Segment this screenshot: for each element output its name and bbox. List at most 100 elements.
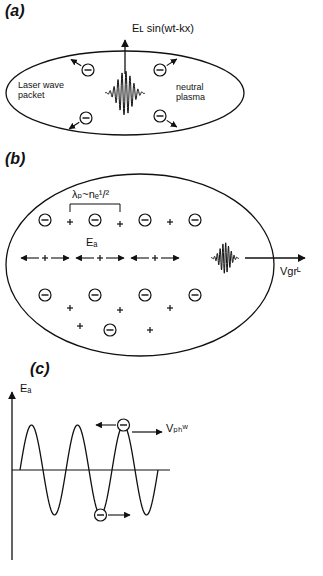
electron-circle: [118, 419, 130, 431]
plus-bar: [169, 305, 170, 311]
quantity-label: Eₐ: [20, 382, 31, 394]
electron-circle: [189, 214, 201, 226]
electron-symbol: [39, 289, 51, 301]
plus-bar: [154, 255, 155, 261]
electron-circle: [39, 289, 51, 301]
electron-symbol: [104, 324, 116, 336]
panel-label: (a): [5, 2, 25, 20]
panel-label: (b): [5, 150, 25, 168]
minus-sign: [107, 329, 114, 330]
minus-sign: [157, 115, 164, 116]
ion-symbol: [117, 307, 123, 313]
electron-symbol: [189, 289, 201, 301]
plasma-ellipse: [6, 174, 274, 356]
electron-symbol: [154, 64, 166, 76]
electron-symbol: [39, 214, 51, 226]
minus-sign: [142, 294, 149, 295]
motion-arrow: [96, 424, 116, 425]
ion-symbol: [97, 255, 103, 261]
quantity-label: Eₐ: [86, 236, 97, 249]
plasma-region-ellipse: λₚ~nₑ¹/²EₐVgrᴸ: [5, 173, 275, 357]
motion-arrow: [167, 120, 177, 127]
electron-circle: [189, 289, 201, 301]
electron-symbol: [89, 214, 101, 226]
plus-bar: [69, 219, 70, 225]
electron-circle: [89, 289, 101, 301]
electron-symbol: [139, 289, 151, 301]
quantity-label: λₚ~nₑ¹/²: [72, 188, 109, 201]
plasma-ellipse: [6, 51, 244, 135]
ion-symbol: [67, 219, 73, 225]
minus-sign: [120, 424, 127, 425]
motion-arrow: [76, 257, 94, 258]
plus-bar: [69, 305, 70, 311]
electron-symbol: [154, 110, 166, 122]
zero-axis: [12, 470, 170, 471]
minus-sign: [85, 69, 92, 70]
plus-bar: [79, 323, 80, 329]
region-label: Laser wave packet: [18, 80, 70, 101]
motion-arrow: [71, 59, 81, 65]
electron-circle: [89, 214, 101, 226]
motion-arrow: [131, 257, 149, 258]
minus-sign: [192, 294, 199, 295]
plus-bar: [119, 221, 120, 227]
electron-symbol: [89, 289, 101, 301]
minus-sign: [192, 219, 199, 220]
field-axis: [11, 392, 12, 560]
minus-sign: [83, 117, 90, 118]
motion-arrow: [21, 257, 39, 258]
plus-bar: [149, 327, 150, 333]
minus-sign: [142, 219, 149, 220]
ellipse-outline: [5, 173, 275, 357]
ion-symbol: [147, 327, 153, 333]
electron-circle: [154, 64, 166, 76]
motion-arrow: [69, 122, 79, 128]
ion-symbol: [167, 219, 173, 225]
minus-sign: [42, 219, 49, 220]
electron-circle: [82, 64, 94, 76]
ion-symbol: [152, 255, 158, 261]
electron-symbol: [80, 112, 92, 124]
ion-symbol: [167, 305, 173, 311]
quantity-label: Eʟ sin(wt-kx): [132, 22, 194, 34]
electrons-ions-b: [21, 214, 201, 336]
minus-sign: [42, 294, 49, 295]
electrons-c: [95, 419, 131, 521]
electron-circle: [104, 324, 116, 336]
electron-circle: [80, 112, 92, 124]
minus-sign: [157, 69, 164, 70]
region-label: neutral plasma: [176, 82, 224, 103]
plasma-region-ellipse: Laser wave packet neutral plasma: [5, 50, 245, 136]
plus-bar: [119, 307, 120, 313]
electron-symbol: [189, 214, 201, 226]
minus-sign: [92, 294, 99, 295]
motion-arrow: [161, 257, 179, 258]
plus-bar: [99, 255, 100, 261]
ion-symbol: [77, 323, 83, 329]
electron-circle: [39, 214, 51, 226]
motion-arrow: [106, 257, 124, 258]
ion-symbol: [67, 305, 73, 311]
plus-bar: [44, 255, 45, 261]
motion-arrow: [108, 514, 130, 515]
minus-sign: [97, 514, 104, 515]
laser-wave-packet: [105, 71, 145, 115]
motion-arrow: [51, 257, 69, 258]
quantity-label: Vₚₕʷ: [166, 422, 188, 435]
motion-arrow: [167, 59, 177, 66]
electron-symbol: [95, 509, 107, 521]
ion-symbol: [42, 255, 48, 261]
electron-symbol: [118, 419, 130, 431]
plus-bar: [169, 219, 170, 225]
minus-sign: [92, 219, 99, 220]
electron-circle: [154, 110, 166, 122]
field-arrow: [124, 40, 125, 74]
group-velocity-arrow: [245, 257, 305, 258]
wake-field-wave: [20, 425, 158, 515]
panel-label: (c): [30, 360, 50, 378]
electron-symbol: [82, 64, 94, 76]
electron-circle: [139, 289, 151, 301]
phase-velocity-arrow: [132, 431, 162, 432]
wavelength-bracket: [70, 204, 120, 212]
